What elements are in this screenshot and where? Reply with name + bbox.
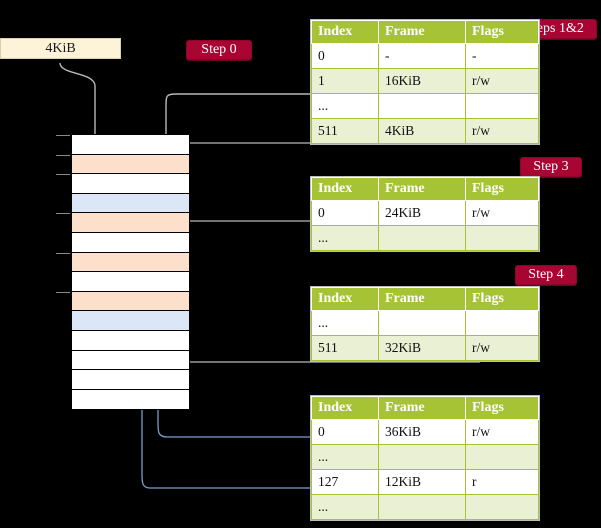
cell-flags: r/w [465,335,539,361]
column-header-flags: Flags [465,396,539,420]
memory-frame-row [56,135,189,155]
memory-row-tick [56,291,70,293]
cell-flags [465,310,539,336]
step-label-text: Step 3 [533,159,569,174]
table-row: ... [311,225,539,251]
column-header-frame: Frame [378,396,466,420]
column-header-frame: Frame [378,287,466,311]
memory-frame-row [72,311,189,331]
column-header-frame: Frame [378,177,466,201]
step-label-text: Step 4 [528,267,564,282]
column-header-flags: Flags [465,177,539,201]
column-header-flags: Flags [465,20,539,44]
memory-row-tick [56,252,70,254]
table-row: ... [311,93,539,119]
memory-frame-row [56,213,189,233]
cell-flags: r/w [465,68,539,94]
cell-flags [465,444,539,470]
cell-frame: 12KiB [378,469,466,495]
table-row: ... [311,444,539,470]
cell-index: 511 [311,335,379,361]
cell-frame [378,225,466,251]
column-header-frame: Frame [378,20,466,44]
cell-index: ... [311,310,379,336]
memory-frame-row [72,330,189,351]
cell-frame: 36KiB [378,419,466,445]
memory-frame-row [72,193,189,214]
source-frame-box: 4KiB [0,38,121,59]
cell-frame: 24KiB [378,200,466,226]
step-label-step3: Step 3 [520,157,582,177]
step-label-step4: Step 4 [515,265,577,285]
memory-frame-row [56,252,189,273]
cell-frame [378,444,466,470]
table-row: ... [311,310,539,336]
memory-row-tick [56,213,70,215]
cell-index: 1 [311,68,379,94]
cell-index: ... [311,225,379,251]
column-header-flags: Flags [465,287,539,311]
memory-row-tick [56,154,70,156]
cell-flags: r/w [465,200,539,226]
cell-index: 0 [311,43,379,69]
cell-flags: r/w [465,419,539,445]
cell-index: ... [311,444,379,470]
cell-flags: - [465,43,539,69]
cell-frame: 32KiB [378,335,466,361]
cell-index: 511 [311,118,379,144]
cell-flags: r/w [465,118,539,144]
cell-index: ... [311,93,379,119]
table-row: ... [311,494,539,520]
cell-flags: r [465,469,539,495]
cell-flags [465,494,539,520]
memory-frame-row [72,232,189,253]
cell-flags [465,225,539,251]
column-header-index: Index [311,20,379,44]
memory-frame-row [72,350,189,371]
column-header-index: Index [311,287,379,311]
memory-frame-row [56,291,189,312]
column-header-index: Index [311,177,379,201]
cell-flags [465,93,539,119]
memory-frame-row [72,389,189,410]
cell-frame [378,93,466,119]
cell-index: ... [311,494,379,520]
memory-frame-row [56,154,189,175]
step-label-text: Steps 1&2 [525,21,584,36]
cell-frame [378,310,466,336]
cell-index: 127 [311,469,379,495]
memory-row-tick [56,135,70,136]
cell-index: 0 [311,200,379,226]
memory-frame-row [56,174,189,194]
memory-row-tick [56,174,70,176]
cell-frame: 4KiB [378,118,466,144]
source-frame-label: 4KiB [45,40,76,56]
step-label-text: Step 0 [201,42,237,57]
column-header-index: Index [311,396,379,420]
cell-index: 0 [311,419,379,445]
cell-frame: 16KiB [378,68,466,94]
physical-memory-column [56,134,190,411]
step-label-step0: Step 0 [186,40,252,60]
cell-frame [378,494,466,520]
table-row: 0-- [311,43,539,69]
cell-frame: - [378,43,466,69]
memory-frame-row [72,370,189,390]
memory-frame-row [72,272,189,292]
